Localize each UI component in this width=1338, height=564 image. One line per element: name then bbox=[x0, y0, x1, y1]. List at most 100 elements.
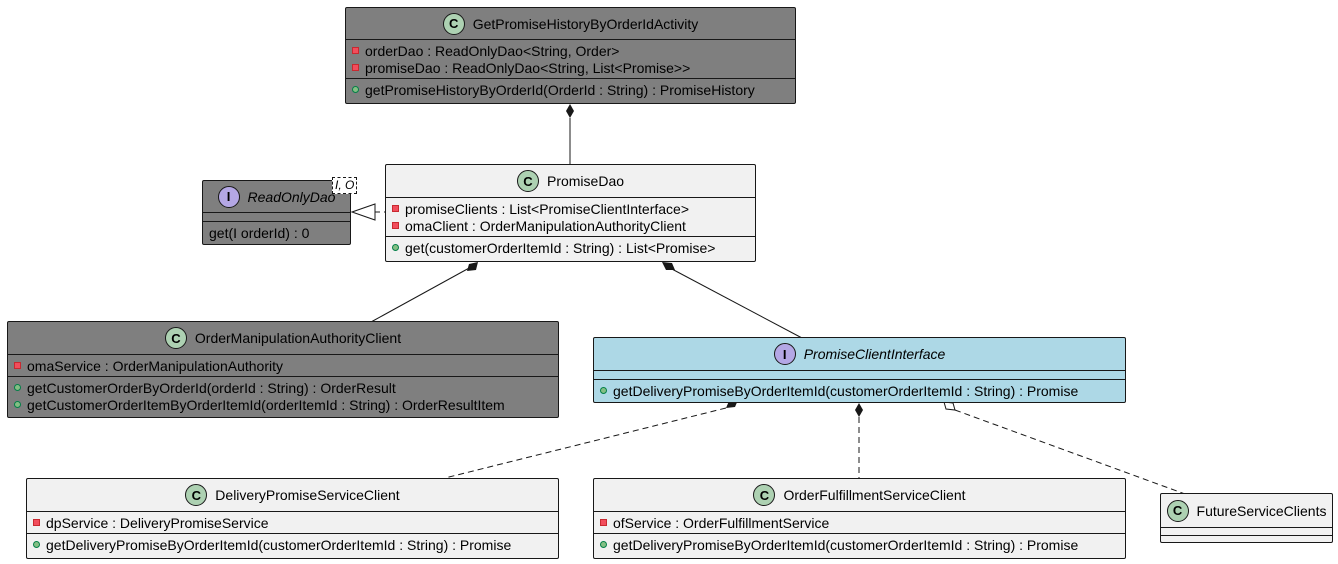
composition-diamond-oma bbox=[467, 262, 478, 271]
class-badge-icon: C bbox=[164, 327, 187, 349]
composition-promisedao-clientinterface bbox=[669, 267, 803, 339]
private-visibility-icon bbox=[352, 47, 359, 54]
fields-section: orderDao : ReadOnlyDao<String, Order> pr… bbox=[346, 40, 795, 78]
field-row: dpService : DeliveryPromiseService bbox=[33, 514, 552, 531]
class-badge-icon: C bbox=[1166, 499, 1189, 522]
class-header: I PromiseClientInterface bbox=[594, 338, 1125, 371]
field-row: orderDao : ReadOnlyDao<String, Order> bbox=[352, 42, 789, 59]
link-interface-deliveryclient bbox=[444, 407, 727, 479]
class-order-manipulation-authority-client: C OrderManipulationAuthorityClient omaSe… bbox=[7, 321, 559, 418]
class-header: C DeliveryPromiseServiceClient bbox=[27, 479, 558, 512]
field-row: omaClient : OrderManipulationAuthorityCl… bbox=[392, 217, 749, 234]
field-text: omaClient : OrderManipulationAuthorityCl… bbox=[405, 217, 686, 234]
field-row: promiseDao : ReadOnlyDao<String, List<Pr… bbox=[352, 59, 789, 76]
methods-section: getCustomerOrderByOrderId(orderId : Stri… bbox=[8, 376, 558, 415]
class-header: C FutureServiceClients bbox=[1161, 494, 1332, 528]
public-visibility-icon bbox=[600, 541, 607, 548]
field-text: omaService : OrderManipulationAuthority bbox=[27, 357, 284, 374]
class-header: C GetPromiseHistoryByOrderIdActivity bbox=[346, 8, 795, 40]
methods-section: getDeliveryPromiseByOrderItemId(customer… bbox=[27, 533, 558, 555]
method-row: get(customerOrderItemId : String) : List… bbox=[392, 239, 749, 256]
field-text: ofService : OrderFulfillmentService bbox=[613, 514, 830, 531]
class-order-fulfillment-service-client: C OrderFulfillmentServiceClient ofServic… bbox=[593, 478, 1126, 559]
public-visibility-icon bbox=[14, 384, 21, 391]
aggregation-diamond-future bbox=[943, 401, 956, 411]
class-get-promise-history-activity: C GetPromiseHistoryByOrderIdActivity ord… bbox=[345, 7, 796, 104]
public-visibility-icon bbox=[392, 244, 399, 251]
class-badge-icon: C bbox=[516, 170, 539, 192]
fields-section bbox=[594, 371, 1125, 379]
class-future-service-clients: C FutureServiceClients bbox=[1160, 493, 1333, 543]
realization-arrowhead bbox=[350, 203, 376, 221]
composition-promisedao-omaclient bbox=[370, 266, 472, 323]
public-visibility-icon bbox=[600, 387, 607, 394]
fields-section: promiseClients : List<PromiseClientInter… bbox=[386, 198, 755, 236]
class-name: OrderManipulationAuthorityClient bbox=[194, 330, 402, 346]
fields-section bbox=[203, 213, 350, 221]
public-visibility-icon bbox=[14, 401, 21, 408]
field-text: dpService : DeliveryPromiseService bbox=[46, 514, 269, 531]
fields-section: dpService : DeliveryPromiseService bbox=[27, 512, 558, 533]
fields-section: ofService : OrderFulfillmentService bbox=[594, 512, 1125, 533]
fields-section bbox=[1161, 528, 1332, 535]
class-header: I ReadOnlyDao bbox=[203, 181, 350, 213]
class-badge-icon: C bbox=[753, 484, 776, 506]
field-text: orderDao : ReadOnlyDao<String, Order> bbox=[365, 42, 620, 59]
fields-section: omaService : OrderManipulationAuthority bbox=[8, 355, 558, 376]
private-visibility-icon bbox=[33, 519, 40, 526]
class-badge-icon: C bbox=[185, 484, 208, 506]
public-visibility-icon bbox=[352, 86, 359, 93]
private-visibility-icon bbox=[392, 222, 399, 229]
interface-badge-icon: I bbox=[217, 185, 240, 208]
method-text: getCustomerOrderItemByOrderItemId(orderI… bbox=[27, 396, 505, 413]
methods-section: getDeliveryPromiseByOrderItemId(customer… bbox=[594, 533, 1125, 555]
class-name: PromiseClientInterface bbox=[803, 346, 946, 362]
class-name: PromiseDao bbox=[546, 173, 625, 189]
method-row: getPromiseHistoryByOrderId(OrderId : Str… bbox=[352, 81, 789, 98]
class-delivery-promise-service-client: C DeliveryPromiseServiceClient dpService… bbox=[26, 478, 559, 559]
field-row: promiseClients : List<PromiseClientInter… bbox=[392, 200, 749, 217]
private-visibility-icon bbox=[352, 64, 359, 71]
class-header: C PromiseDao bbox=[386, 165, 755, 198]
class-name: ReadOnlyDao bbox=[247, 188, 336, 205]
link-interface-futureclients bbox=[954, 409, 1186, 495]
methods-section: get(I orderId) : 0 bbox=[203, 221, 350, 243]
method-row: getDeliveryPromiseByOrderItemId(customer… bbox=[33, 536, 552, 553]
method-text: get(I orderId) : 0 bbox=[209, 224, 310, 241]
class-header: C OrderManipulationAuthorityClient bbox=[8, 322, 558, 355]
method-row: getCustomerOrderItemByOrderItemId(orderI… bbox=[14, 396, 552, 413]
method-row: getDeliveryPromiseByOrderItemId(customer… bbox=[600, 536, 1119, 553]
method-text: getDeliveryPromiseByOrderItemId(customer… bbox=[613, 536, 1079, 553]
class-badge-icon: C bbox=[442, 12, 465, 35]
interface-badge-icon: I bbox=[773, 343, 796, 365]
field-text: promiseDao : ReadOnlyDao<String, List<Pr… bbox=[365, 59, 691, 76]
field-row: omaService : OrderManipulationAuthority bbox=[14, 357, 552, 374]
interface-promise-client: I PromiseClientInterface getDeliveryProm… bbox=[593, 337, 1126, 403]
methods-section bbox=[1161, 535, 1332, 542]
composition-diamond-fulfillment bbox=[855, 403, 863, 417]
private-visibility-icon bbox=[600, 519, 607, 526]
method-text: getDeliveryPromiseByOrderItemId(customer… bbox=[46, 536, 512, 553]
interface-read-only-dao: I ReadOnlyDao get(I orderId) : 0 bbox=[202, 180, 351, 245]
methods-section: getPromiseHistoryByOrderId(OrderId : Str… bbox=[346, 78, 795, 100]
method-row: getCustomerOrderByOrderId(orderId : Stri… bbox=[14, 379, 552, 396]
field-row: ofService : OrderFulfillmentService bbox=[600, 514, 1119, 531]
class-name: DeliveryPromiseServiceClient bbox=[215, 487, 400, 503]
private-visibility-icon bbox=[392, 205, 399, 212]
composition-diamond-activity bbox=[566, 104, 574, 118]
public-visibility-icon bbox=[33, 541, 40, 548]
class-name: FutureServiceClients bbox=[1196, 502, 1327, 519]
type-parameters-badge: I, O bbox=[332, 177, 358, 194]
field-text: promiseClients : List<PromiseClientInter… bbox=[405, 200, 690, 217]
class-header: C OrderFulfillmentServiceClient bbox=[594, 479, 1125, 512]
method-row: getDeliveryPromiseByOrderItemId(customer… bbox=[600, 382, 1119, 399]
methods-section: getDeliveryPromiseByOrderItemId(customer… bbox=[594, 379, 1125, 401]
methods-section: get(customerOrderItemId : String) : List… bbox=[386, 236, 755, 258]
method-text: getCustomerOrderByOrderId(orderId : Stri… bbox=[27, 379, 396, 396]
class-name: GetPromiseHistoryByOrderIdActivity bbox=[472, 15, 699, 32]
method-row: get(I orderId) : 0 bbox=[209, 224, 344, 241]
method-text: getDeliveryPromiseByOrderItemId(customer… bbox=[613, 382, 1079, 399]
method-text: getPromiseHistoryByOrderId(OrderId : Str… bbox=[365, 81, 755, 98]
class-promise-dao: C PromiseDao promiseClients : List<Promi… bbox=[385, 164, 756, 262]
